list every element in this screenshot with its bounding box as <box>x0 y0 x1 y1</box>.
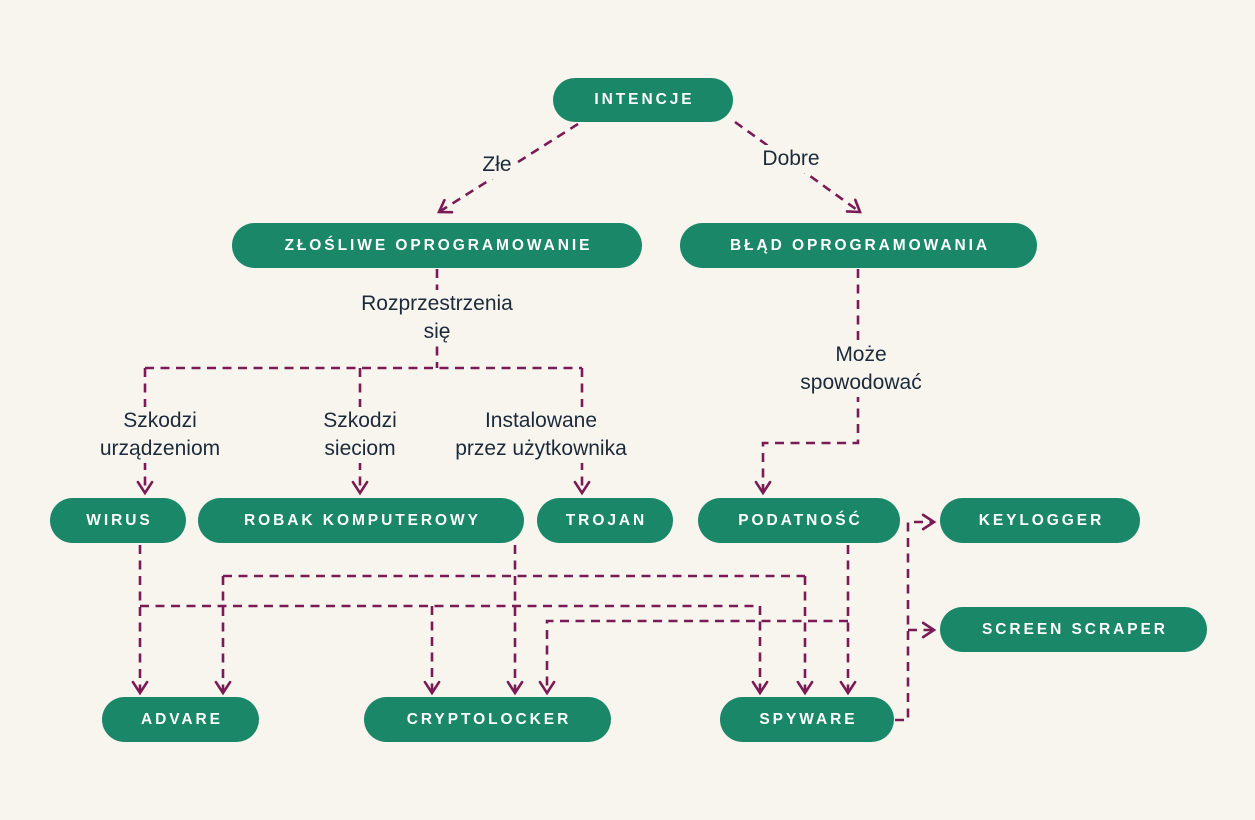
arrowhead-spread-wirus <box>136 480 154 496</box>
edge-label-moze-spowodowac: Może spowodować <box>794 341 928 397</box>
arrowhead-bar-advare <box>214 680 232 696</box>
arrowhead-intencje-zlosliwe <box>436 198 454 214</box>
arrowhead-intencje-blad <box>845 198 862 214</box>
arrowhead-spyware-keylogger <box>921 513 937 531</box>
edge-wirus-branch-spyware <box>140 604 762 693</box>
arrowhead-podatnosc-cryptolocker <box>538 680 556 696</box>
node-wirus: WIRUS <box>50 498 186 543</box>
edge-podatnosc-cryptolocker <box>545 619 848 693</box>
edge-label-szkodzi-sieciom: Szkodzi sieciom <box>317 407 403 463</box>
arrowhead-branch-cryptolocker <box>423 680 441 696</box>
node-zlosliwe: ZŁOŚLIWE OPROGRAMOWANIE <box>232 223 642 268</box>
edge-label-dobre: Dobre <box>756 145 826 173</box>
node-cryptolocker: CRYPTOLOCKER <box>364 697 611 742</box>
edge-intencje-blad <box>734 120 861 214</box>
edge-spyware-keylogger <box>895 520 934 722</box>
arrowhead-podatnosc-spyware <box>839 680 857 696</box>
node-keylogger: KEYLOGGER <box>940 498 1140 543</box>
arrowhead-spread-trojan <box>573 480 591 496</box>
arrowhead-spread-robak <box>351 480 369 496</box>
edge-label-instalowane: Instalowane przez użytkownika <box>449 407 633 463</box>
node-robak: ROBAK KOMPUTEROWY <box>198 498 524 543</box>
arrowhead-spyware-screen-scraper <box>921 621 937 639</box>
edge-label-rozprzestrzenia-sie: Rozprzestrzenia się <box>355 290 519 346</box>
edge-blad-podatnosc <box>761 269 860 493</box>
node-screen-scraper: SCREEN SCRAPER <box>940 607 1207 652</box>
arrowhead-robak-cryptolocker <box>506 680 524 696</box>
node-spyware: SPYWARE <box>720 697 894 742</box>
arrowhead-blad-podatnosc <box>754 480 772 496</box>
node-blad: BŁĄD OPROGRAMOWANIA <box>680 223 1037 268</box>
node-advare: ADVARE <box>102 697 259 742</box>
arrowhead-wirus-advare <box>131 680 149 696</box>
node-trojan: TROJAN <box>537 498 673 543</box>
arrowhead-wirus-branch-spyware <box>751 680 769 696</box>
edge-label-zle: Złe <box>476 151 518 179</box>
edge-label-szkodzi-urzadzeniom: Szkodzi urządzeniom <box>93 407 227 463</box>
node-intencje: INTENCJE <box>553 78 733 122</box>
arrowhead-bar-spyware <box>796 680 814 696</box>
node-podatnosc: PODATNOŚĆ <box>698 498 900 543</box>
